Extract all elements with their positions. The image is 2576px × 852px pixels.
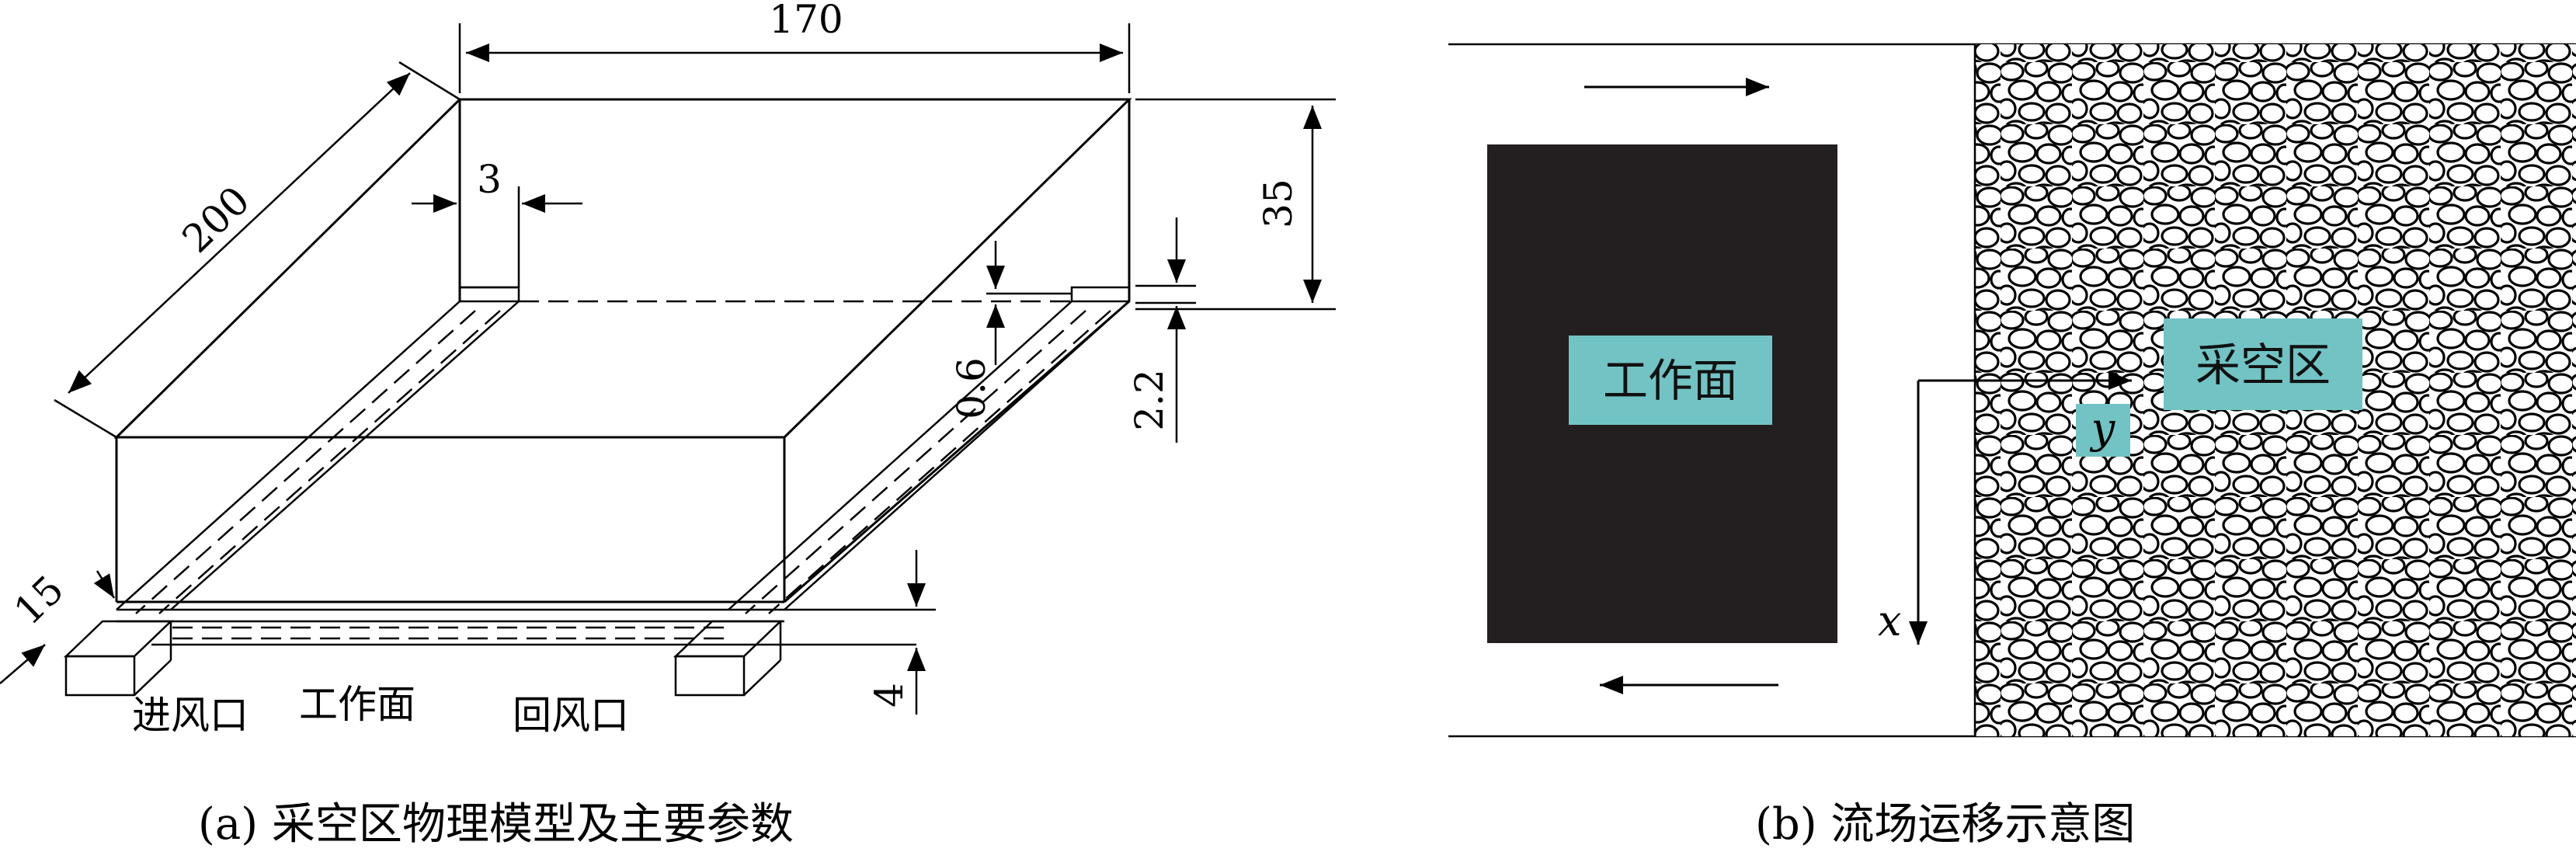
outlet-label: 回风口 (513, 693, 629, 738)
axis-y-label: y (2090, 404, 2116, 453)
working-face-label-b: 工作面 (1603, 354, 1738, 407)
axis-y-label-bg (2076, 404, 2130, 457)
outlet-duct-block (673, 620, 784, 697)
panel-a-caption: (a) 采空区物理模型及主要参数 (198, 799, 794, 850)
dimension-duct-width-label: 15 (5, 567, 72, 634)
dimension-height: 35 (1135, 98, 1336, 311)
panel-a-physical-model: 170 200 35 3 0.6 (0, 0, 1336, 850)
working-face-label-bg (1569, 336, 1772, 425)
dimension-channel-gap-label: 0.6 (949, 357, 994, 419)
working-face-label: 工作面 (299, 682, 415, 727)
dimension-channel-gap: 0.6 (949, 241, 1072, 419)
dimension-wall-label: 3 (477, 157, 502, 202)
dimension-duct-height-label: 4 (867, 683, 912, 708)
panel-b-caption: (b) 流场运移示意图 (1755, 799, 2135, 850)
model-box-outline (113, 98, 1132, 603)
dimension-channel-height-label: 2.2 (1127, 369, 1172, 431)
dimension-depth-label: 200 (174, 178, 259, 262)
axis-x-label: x (1878, 596, 1901, 645)
inlet-duct-block (63, 620, 174, 697)
dimension-duct-width: 15 (0, 567, 116, 684)
dimension-channel-height: 2.2 (1127, 217, 1196, 443)
inlet-label: 进风口 (132, 693, 249, 738)
dimension-width: 170 (458, 0, 1131, 93)
dimension-depth: 200 (54, 61, 461, 439)
panel-b-flow-field: x 工作面 采空区 y (b) 流场运移示意图 (1448, 43, 2576, 850)
bottom-duct (116, 608, 916, 646)
dimension-duct-height: 4 (784, 550, 936, 715)
dimension-wall: 3 (412, 157, 582, 287)
coordinate-axes: x (1878, 371, 2132, 645)
goaf-label: 采空区 (2195, 339, 2331, 391)
dimension-height-label: 35 (1256, 179, 1301, 228)
left-channel (116, 286, 520, 614)
goaf-label-bg (2164, 318, 2362, 410)
dimension-width-label: 170 (769, 0, 843, 42)
right-channel (728, 286, 1131, 614)
